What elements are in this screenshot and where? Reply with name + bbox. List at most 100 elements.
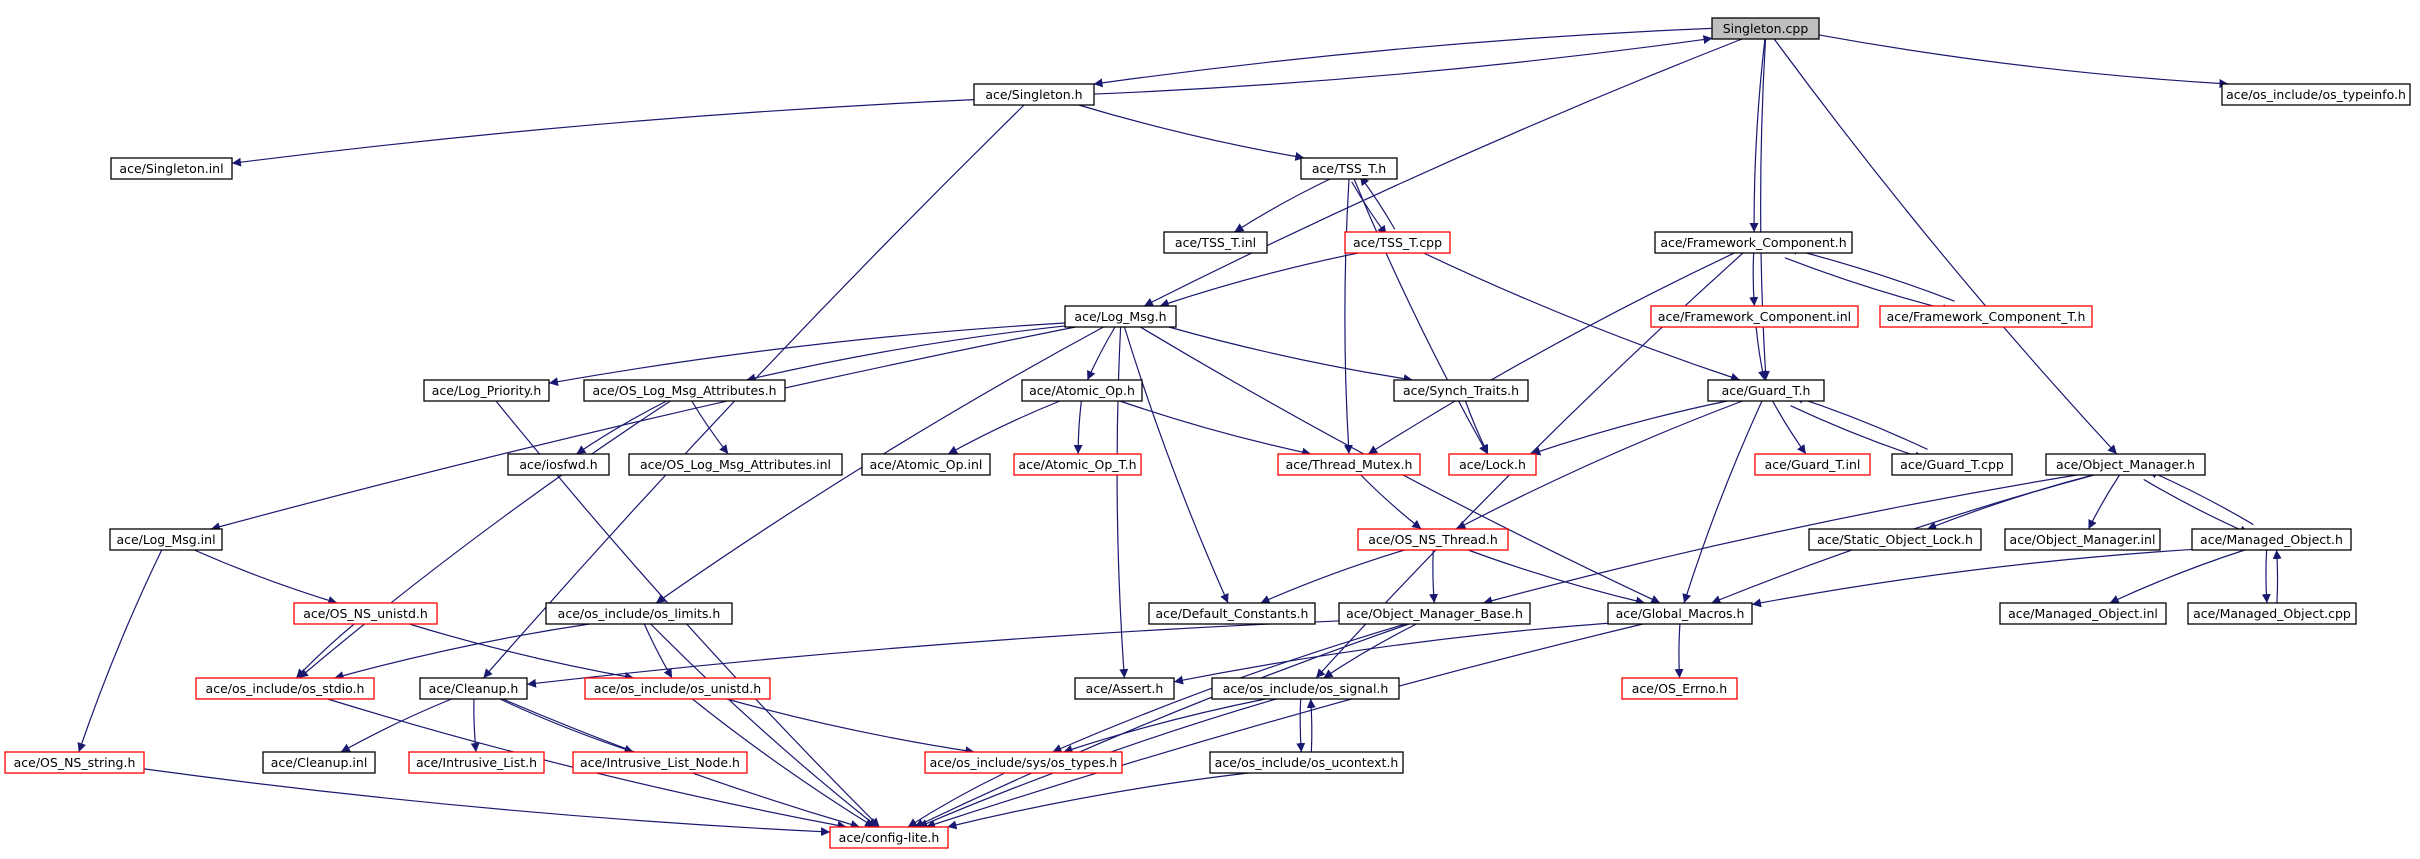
node-cleanup_inl[interactable]: ace/Cleanup.inl [262, 751, 376, 774]
edge-singleton_cpp-to-log_msg_h [1143, 38, 1743, 307]
node-atomic_op_t_h[interactable]: ace/Atomic_Op_T.h [1013, 453, 1142, 476]
node-log_priority_h[interactable]: ace/Log_Priority.h [423, 379, 550, 402]
node-label-os_stdio_h: ace/os_include/os_stdio.h [206, 681, 365, 696]
node-os_limits_h[interactable]: ace/os_include/os_limits.h [545, 602, 733, 625]
node-os_ucontext_h[interactable]: ace/os_include/os_ucontext.h [1209, 751, 1404, 774]
node-label-os_types_h: ace/os_include/sys/os_types.h [930, 755, 1118, 770]
node-ace_singleton_h[interactable]: ace/Singleton.h [973, 83, 1095, 106]
node-os_stdio_h[interactable]: ace/os_include/os_stdio.h [195, 677, 375, 700]
node-os_ns_thread_h[interactable]: ace/OS_NS_Thread.h [1357, 528, 1509, 551]
node-label-os_typeinfo_h: ace/os_include/os_typeinfo.h [2226, 87, 2406, 102]
node-os_log_msg_attributes_h[interactable]: ace/OS_Log_Msg_Attributes.h [583, 379, 786, 402]
node-static_object_lock_h[interactable]: ace/Static_Object_Lock.h [1808, 528, 1982, 551]
edge-log_msg_h-to-log_priority_h [548, 322, 1066, 387]
node-box-framework_component_h [1654, 231, 1853, 254]
node-framework_component_inl[interactable]: ace/Framework_Component.inl [1650, 305, 1859, 328]
node-default_constants_h[interactable]: ace/Default_Constants.h [1148, 602, 1316, 625]
node-box-object_manager_h [2045, 453, 2206, 476]
node-layer: Singleton.cpp ace/Singleton.h ace/os_inclu… [4, 17, 2411, 849]
node-global_macros_h[interactable]: ace/Global_Macros.h [1607, 602, 1753, 625]
node-label-config_lite_h: ace/config-lite.h [839, 830, 940, 845]
node-tss_t_h[interactable]: ace/TSS_T.h [1300, 157, 1398, 180]
node-label-guard_t_cpp: ace/Guard_T.cpp [1900, 457, 2004, 472]
node-label-lock_h: ace/Lock.h [1459, 457, 1526, 472]
node-label-framework_component_t_h: ace/Framework_Component_T.h [1887, 309, 2086, 324]
node-box-os_unistd_h [584, 677, 771, 700]
edge-os_log_msg_attributes_h-to-os_log_msg_attributes_inl [691, 400, 729, 455]
node-iosfwd_h[interactable]: ace/iosfwd.h [507, 453, 610, 476]
node-object_manager_h[interactable]: ace/Object_Manager.h [2045, 453, 2206, 476]
node-os_errno_h[interactable]: ace/OS_Errno.h [1621, 677, 1738, 700]
node-box-log_msg_inl [109, 528, 223, 551]
node-label-ace_singleton_h: ace/Singleton.h [985, 87, 1082, 102]
edge-guard_t_h-to-lock_h [1531, 400, 1728, 456]
node-box-guard_t_h [1707, 379, 1825, 402]
node-box-tss_t_h [1300, 157, 1398, 180]
node-label-object_manager_base_h: ace/Object_Manager_Base.h [1346, 606, 1523, 621]
node-framework_component_t_h[interactable]: ace/Framework_Component_T.h [1879, 305, 2093, 328]
node-object_manager_inl[interactable]: ace/Object_Manager.inl [2004, 528, 2161, 551]
edge-layer [77, 27, 2282, 837]
node-os_signal_h[interactable]: ace/os_include/os_signal.h [1211, 677, 1400, 700]
node-managed_object_h[interactable]: ace/Managed_Object.h [2191, 528, 2352, 551]
node-os_types_h[interactable]: ace/os_include/sys/os_types.h [924, 751, 1123, 774]
node-intrusive_list_h[interactable]: ace/Intrusive_List.h [408, 751, 545, 774]
node-guard_t_h[interactable]: ace/Guard_T.h [1707, 379, 1825, 402]
node-tss_t_cpp[interactable]: ace/TSS_T.cpp [1344, 231, 1451, 254]
node-framework_component_h[interactable]: ace/Framework_Component.h [1654, 231, 1853, 254]
node-label-object_manager_inl: ace/Object_Manager.inl [2010, 532, 2156, 547]
node-label-object_manager_h: ace/Object_Manager.h [2056, 457, 2195, 472]
node-box-os_log_msg_attributes_inl [628, 453, 843, 476]
node-singleton_cpp: Singleton.cpp [1711, 17, 1820, 40]
node-box-config_lite_h [829, 826, 949, 849]
node-assert_h[interactable]: ace/Assert.h [1074, 677, 1175, 700]
node-config_lite_h[interactable]: ace/config-lite.h [829, 826, 949, 849]
node-log_msg_inl[interactable]: ace/Log_Msg.inl [109, 528, 223, 551]
node-label-intrusive_list_node_h: ace/Intrusive_List_Node.h [580, 755, 740, 770]
edge-object_manager_h-to-object_manager_inl [2087, 474, 2120, 530]
node-label-framework_component_h: ace/Framework_Component.h [1660, 235, 1846, 250]
node-intrusive_list_node_h[interactable]: ace/Intrusive_List_Node.h [572, 751, 748, 774]
node-os_ns_string_h[interactable]: ace/OS_NS_string.h [4, 751, 145, 774]
node-box-assert_h [1074, 677, 1175, 700]
node-synch_traits_h[interactable]: ace/Synch_Traits.h [1393, 379, 1529, 402]
node-os_log_msg_attributes_inl[interactable]: ace/OS_Log_Msg_Attributes.inl [628, 453, 843, 476]
edge-guard_t_cpp-to-guard_t_h [1794, 394, 1928, 450]
node-log_msg_h[interactable]: ace/Log_Msg.h [1064, 305, 1177, 328]
edge-framework_component_t_h-to-framework_component_h [1787, 246, 1955, 302]
edge-object_manager_base_h-to-config_lite_h [914, 623, 1410, 828]
node-guard_t_cpp[interactable]: ace/Guard_T.cpp [1891, 453, 2013, 476]
edge-singleton_cpp-to-framework_component_h [1749, 38, 1766, 233]
node-thread_mutex_h[interactable]: ace/Thread_Mutex.h [1277, 453, 1421, 476]
edge-log_msg_inl-to-os_ns_unistd_h [194, 549, 338, 605]
node-label-atomic_op_t_h: ace/Atomic_Op_T.h [1018, 457, 1136, 472]
edge-global_macros_h-to-config_lite_h [925, 623, 1644, 829]
node-object_manager_base_h[interactable]: ace/Object_Manager_Base.h [1338, 602, 1531, 625]
node-atomic_op_h[interactable]: ace/Atomic_Op.h [1021, 379, 1143, 402]
node-box-object_manager_base_h [1338, 602, 1531, 625]
edge-ace_singleton_h-to-singleton_inl [231, 99, 975, 167]
node-os_typeinfo_h[interactable]: ace/os_include/os_typeinfo.h [2221, 83, 2411, 106]
edge-managed_object_h-to-managed_object_inl [2109, 549, 2245, 604]
node-tss_t_inl[interactable]: ace/TSS_T.inl [1163, 231, 1268, 254]
node-lock_h[interactable]: ace/Lock.h [1448, 453, 1537, 476]
node-managed_object_cpp[interactable]: ace/Managed_Object.cpp [2187, 602, 2357, 625]
node-singleton_inl[interactable]: ace/Singleton.inl [110, 157, 233, 180]
node-atomic_op_inl[interactable]: ace/Atomic_Op.inl [861, 453, 991, 476]
node-guard_t_inl[interactable]: ace/Guard_T.inl [1754, 453, 1871, 476]
node-label-global_macros_h: ace/Global_Macros.h [1616, 606, 1745, 621]
node-cleanup_h[interactable]: ace/Cleanup.h [419, 677, 528, 700]
node-managed_object_inl[interactable]: ace/Managed_Object.inl [1999, 602, 2167, 625]
edge-object_manager_h-to-static_object_lock_h [1927, 474, 2094, 530]
node-os_unistd_h[interactable]: ace/os_include/os_unistd.h [584, 677, 771, 700]
node-os_ns_unistd_h[interactable]: ace/OS_NS_unistd.h [293, 602, 438, 625]
node-label-default_constants_h: ace/Default_Constants.h [1156, 606, 1309, 621]
node-box-tss_t_inl [1163, 231, 1268, 254]
node-label-atomic_op_h: ace/Atomic_Op.h [1029, 383, 1135, 398]
edge-os_log_msg_attributes_h-to-iosfwd_h [576, 400, 667, 455]
edge-managed_object_h-to-managed_object_cpp [2261, 550, 2271, 604]
edge-synch_traits_h-to-lock_h [1464, 400, 1489, 455]
node-box-synch_traits_h [1393, 379, 1529, 402]
node-box-os_typeinfo_h [2221, 83, 2411, 106]
node-label-os_ucontext_h: ace/os_include/os_ucontext.h [1215, 755, 1399, 770]
